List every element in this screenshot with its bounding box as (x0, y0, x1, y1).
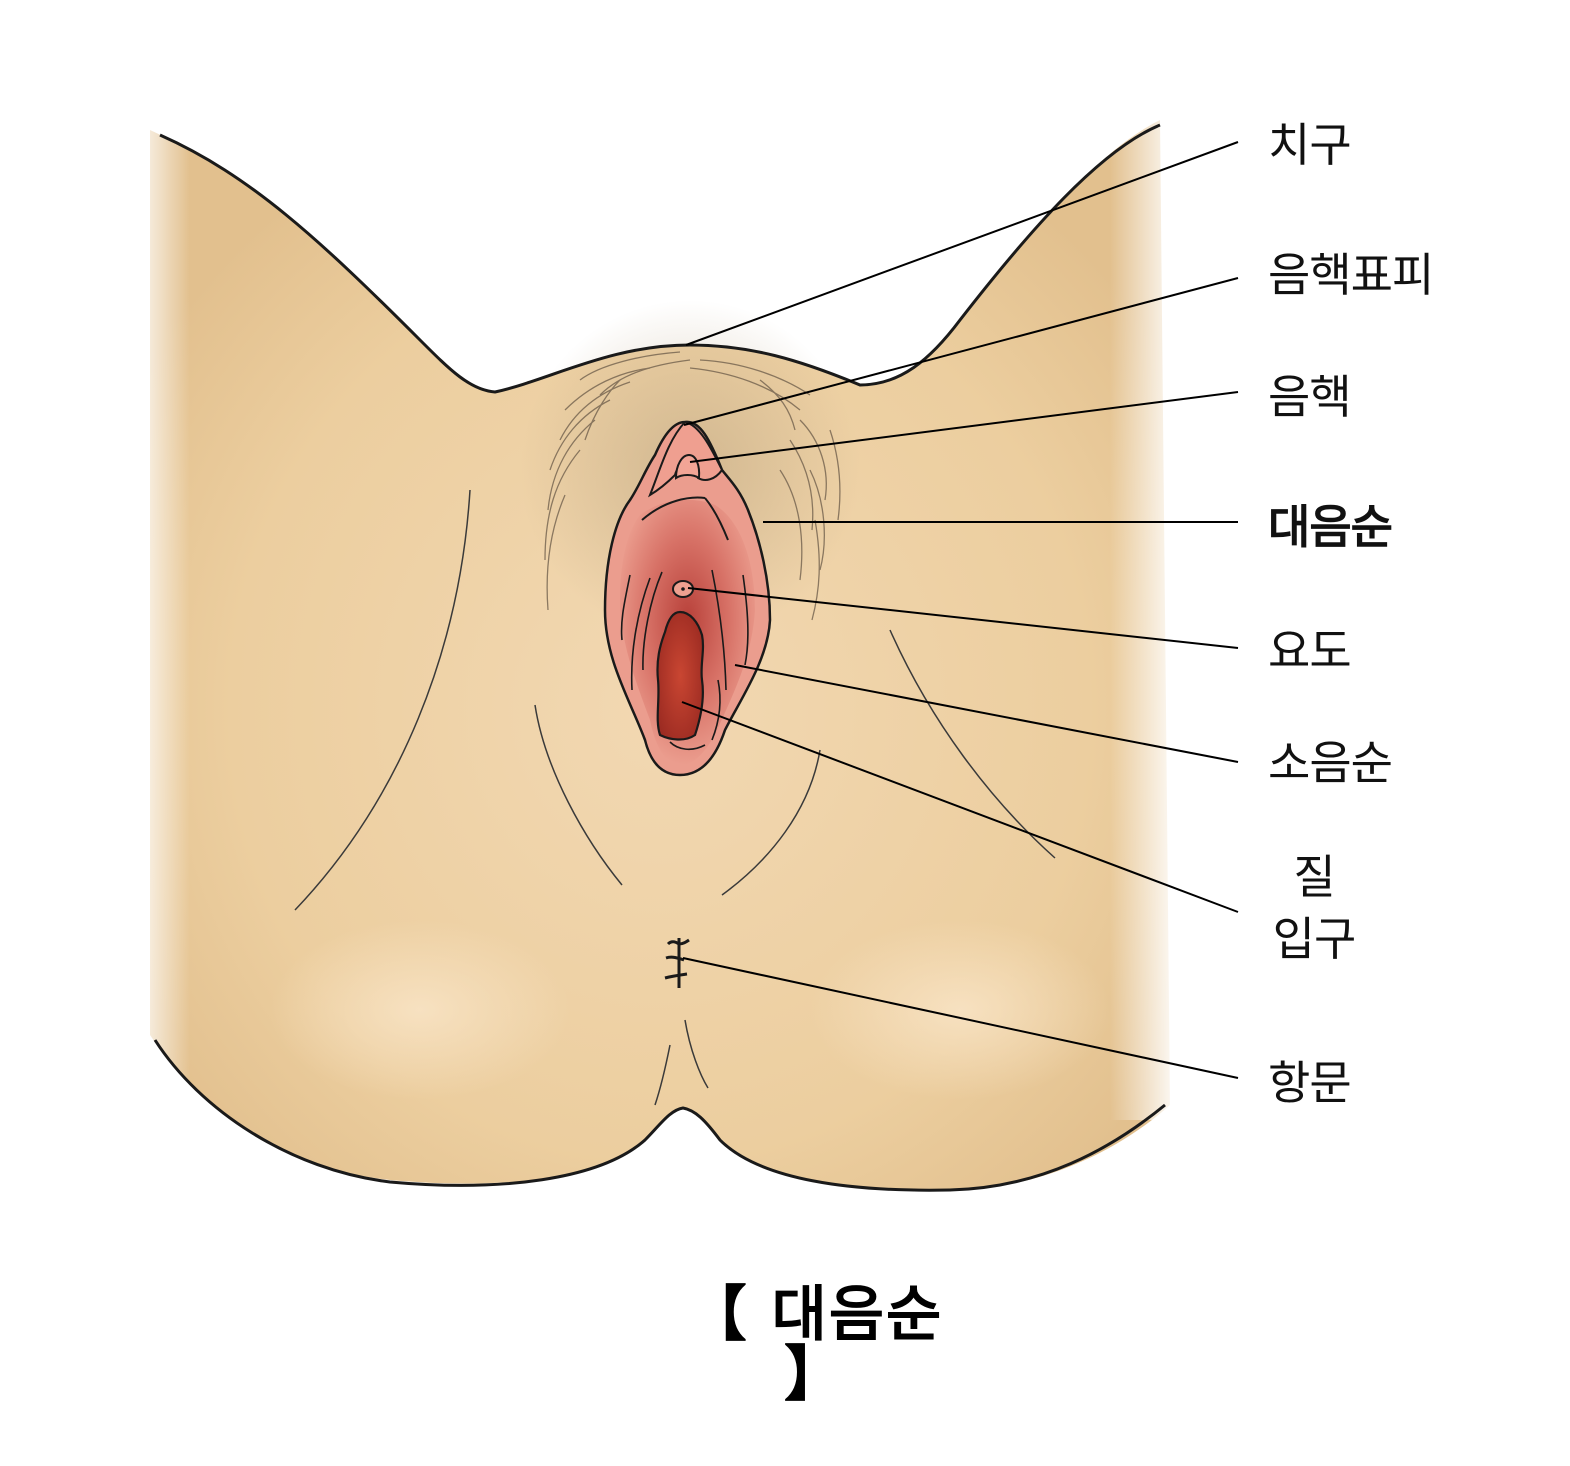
leader-line-clitoris (689, 391, 1239, 463)
label-labia-majora: 대음순 (1268, 500, 1393, 554)
label-vaginal-opening-line1: 질 (1293, 850, 1335, 904)
label-labia-minora: 소음순 (1268, 736, 1393, 790)
label-urethra: 요도 (1268, 624, 1352, 678)
anus-shape (664, 938, 690, 988)
hood-fold (641, 496, 706, 521)
vaginal-opening-shape (656, 610, 705, 741)
upper-outline-left (159, 123, 1161, 394)
label-anus: 항문 (1268, 1056, 1352, 1110)
label-clitoris: 음핵 (1268, 370, 1352, 424)
left-buttock-highlight (270, 920, 570, 1100)
leader-line-mons-pubis (685, 141, 1239, 346)
right-buttock-highlight (810, 920, 1110, 1100)
urethra-dot (681, 587, 685, 591)
label-vaginal-opening-line2: 입구 (1272, 912, 1357, 966)
label-mons-pubis: 치구 (1268, 118, 1352, 172)
right-edge-fade (1110, 110, 1180, 1120)
label-vaginal-opening: 질 입구 (1268, 846, 1360, 970)
leader-line-labia-minora (734, 664, 1239, 763)
skin-creases (294, 489, 1056, 1106)
label-clitoral-hood: 음핵표피 (1268, 248, 1434, 302)
leader-lines (681, 141, 1239, 1079)
leader-line-vaginal-opening (681, 701, 1239, 913)
figure-caption: 【 대음순 】 (686, 1280, 944, 1410)
lower-outline (153, 1039, 1166, 1192)
leader-line-urethra (687, 587, 1239, 649)
leader-line-anus (682, 957, 1239, 1079)
hood-fold-right (704, 497, 729, 541)
left-edge-fade (130, 120, 190, 1120)
labia-fold-lines (620, 569, 749, 751)
pubic-hair (544, 351, 841, 621)
leader-line-clitoral-hood (683, 277, 1239, 426)
